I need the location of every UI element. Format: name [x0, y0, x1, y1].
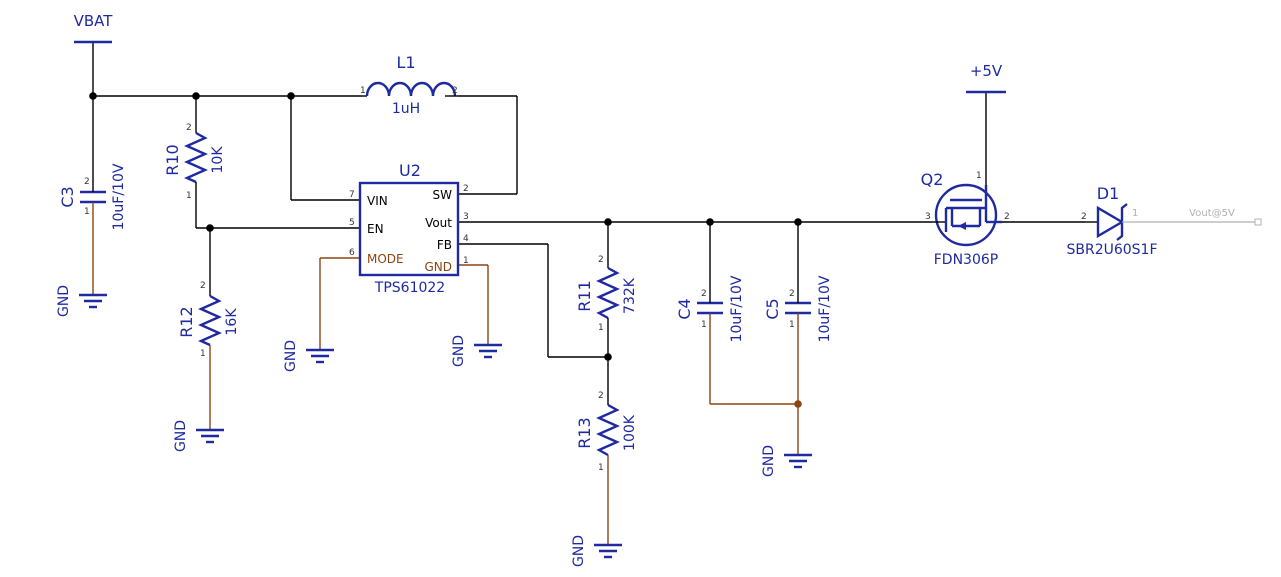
c5-value: 10uF/10V [817, 275, 833, 342]
q2-ref: Q2 [921, 170, 944, 189]
junctions [89, 92, 802, 408]
u2-part: TPS61022 [374, 280, 445, 296]
gnd-label: GND [451, 335, 467, 367]
u2-pin-fb: FB [437, 238, 452, 252]
svg-text:1: 1 [789, 320, 795, 330]
svg-text:1: 1 [598, 323, 604, 333]
gnd-label: GND [173, 420, 189, 452]
svg-text:3: 3 [925, 212, 931, 222]
plus5v-label: +5V [970, 62, 1003, 80]
u2-pin-sw: SW [433, 188, 453, 202]
plus5v-symbol: +5V [966, 62, 1006, 94]
u2-pin-vin: VIN [367, 194, 388, 208]
output-port [1254, 218, 1262, 226]
svg-text:2: 2 [701, 289, 707, 299]
u2-pin-mode: MODE [367, 252, 404, 266]
gnd-label: GND [571, 535, 587, 567]
svg-text:2: 2 [200, 281, 206, 291]
svg-text:2: 2 [598, 391, 604, 401]
r10-value: 10K [210, 146, 226, 174]
ground-wires [92, 210, 799, 545]
c3-value: 10uF/10V [111, 163, 127, 230]
svg-text:1: 1 [463, 256, 469, 266]
svg-text:2: 2 [1081, 212, 1087, 222]
svg-text:1: 1 [976, 171, 982, 181]
resistor-r11: 2 1 R11 732K [575, 245, 638, 333]
r11-value: 732K [622, 277, 638, 314]
r11-ref: R11 [575, 280, 594, 311]
svg-text:1: 1 [598, 463, 604, 473]
capacitor-c4: 2 1 C4 10uF/10V [675, 275, 745, 342]
resistor-r13: 2 1 R13 100K [575, 385, 638, 473]
svg-text:5: 5 [349, 218, 355, 228]
r13-value: 100K [622, 414, 638, 451]
r13-ref: R13 [575, 417, 594, 448]
u2-pin-en: EN [367, 222, 384, 236]
svg-text:2: 2 [1004, 212, 1010, 222]
gnd-label: GND [283, 340, 299, 372]
svg-text:1: 1 [360, 86, 366, 96]
svg-text:6: 6 [349, 248, 355, 258]
svg-text:3: 3 [463, 212, 469, 222]
vbat-label: VBAT [74, 12, 114, 30]
gnd-symbol-r12: GND [173, 420, 224, 452]
u2-pin-gnd: GND [424, 260, 452, 274]
svg-text:1: 1 [1132, 208, 1138, 219]
inductor-l1: 1 2 L1 1uH [360, 53, 458, 117]
d1-ref: D1 [1097, 184, 1120, 203]
r12-value: 16K [224, 308, 240, 336]
svg-text:2: 2 [463, 184, 469, 194]
diode-d1: 2 1 D1 SBR2U60S1F [1066, 184, 1157, 258]
svg-text:2: 2 [452, 86, 458, 96]
svg-text:7: 7 [349, 190, 355, 200]
vout-net-label: Vout@5V [1189, 208, 1235, 219]
gnd-label: GND [761, 445, 777, 477]
c4-value: 10uF/10V [729, 275, 745, 342]
wires [92, 42, 1085, 385]
capacitor-c5: 2 1 C5 10uF/10V [763, 275, 833, 342]
r10-ref: R10 [163, 144, 182, 175]
resistor-r12: 2 1 R12 16K [177, 275, 240, 359]
svg-text:2: 2 [186, 123, 192, 133]
resistor-r10: 2 1 R10 10K [163, 123, 226, 205]
l1-value: 1uH [392, 101, 420, 117]
c4-ref: C4 [675, 298, 694, 319]
d1-part: SBR2U60S1F [1066, 242, 1157, 258]
c3-ref: C3 [58, 186, 77, 207]
svg-text:4: 4 [463, 234, 469, 244]
svg-text:2: 2 [84, 177, 90, 187]
ic-u2: U2 TPS61022 VIN 7 EN 5 MODE 6 SW 2 Vout … [349, 161, 469, 296]
gnd-symbol-r13: GND [571, 535, 622, 567]
gnd-symbol-c5: GND [761, 445, 812, 477]
vbat-symbol: VBAT [74, 12, 114, 44]
u2-ref: U2 [399, 161, 421, 180]
svg-text:1: 1 [84, 207, 90, 217]
u2-pin-vout: Vout [425, 216, 452, 230]
c5-ref: C5 [763, 298, 782, 319]
svg-text:2: 2 [598, 255, 604, 265]
r12-ref: R12 [177, 306, 196, 337]
q2-part: FDN306P [934, 252, 998, 268]
svg-text:2: 2 [789, 289, 795, 299]
gnd-label: GND [56, 285, 72, 317]
mosfet-q2: 1 3 2 Q2 FDN306P [921, 170, 1010, 268]
gnd-symbol-u2: GND [451, 335, 502, 367]
l1-ref: L1 [396, 53, 415, 72]
svg-text:1: 1 [186, 191, 192, 201]
gnd-symbol-mode: GND [283, 340, 334, 372]
svg-text:1: 1 [701, 320, 707, 330]
capacitor-c3: 2 1 C3 10uF/10V [58, 163, 127, 230]
gnd-symbol-c3: GND [56, 285, 107, 317]
svg-text:1: 1 [200, 349, 206, 359]
